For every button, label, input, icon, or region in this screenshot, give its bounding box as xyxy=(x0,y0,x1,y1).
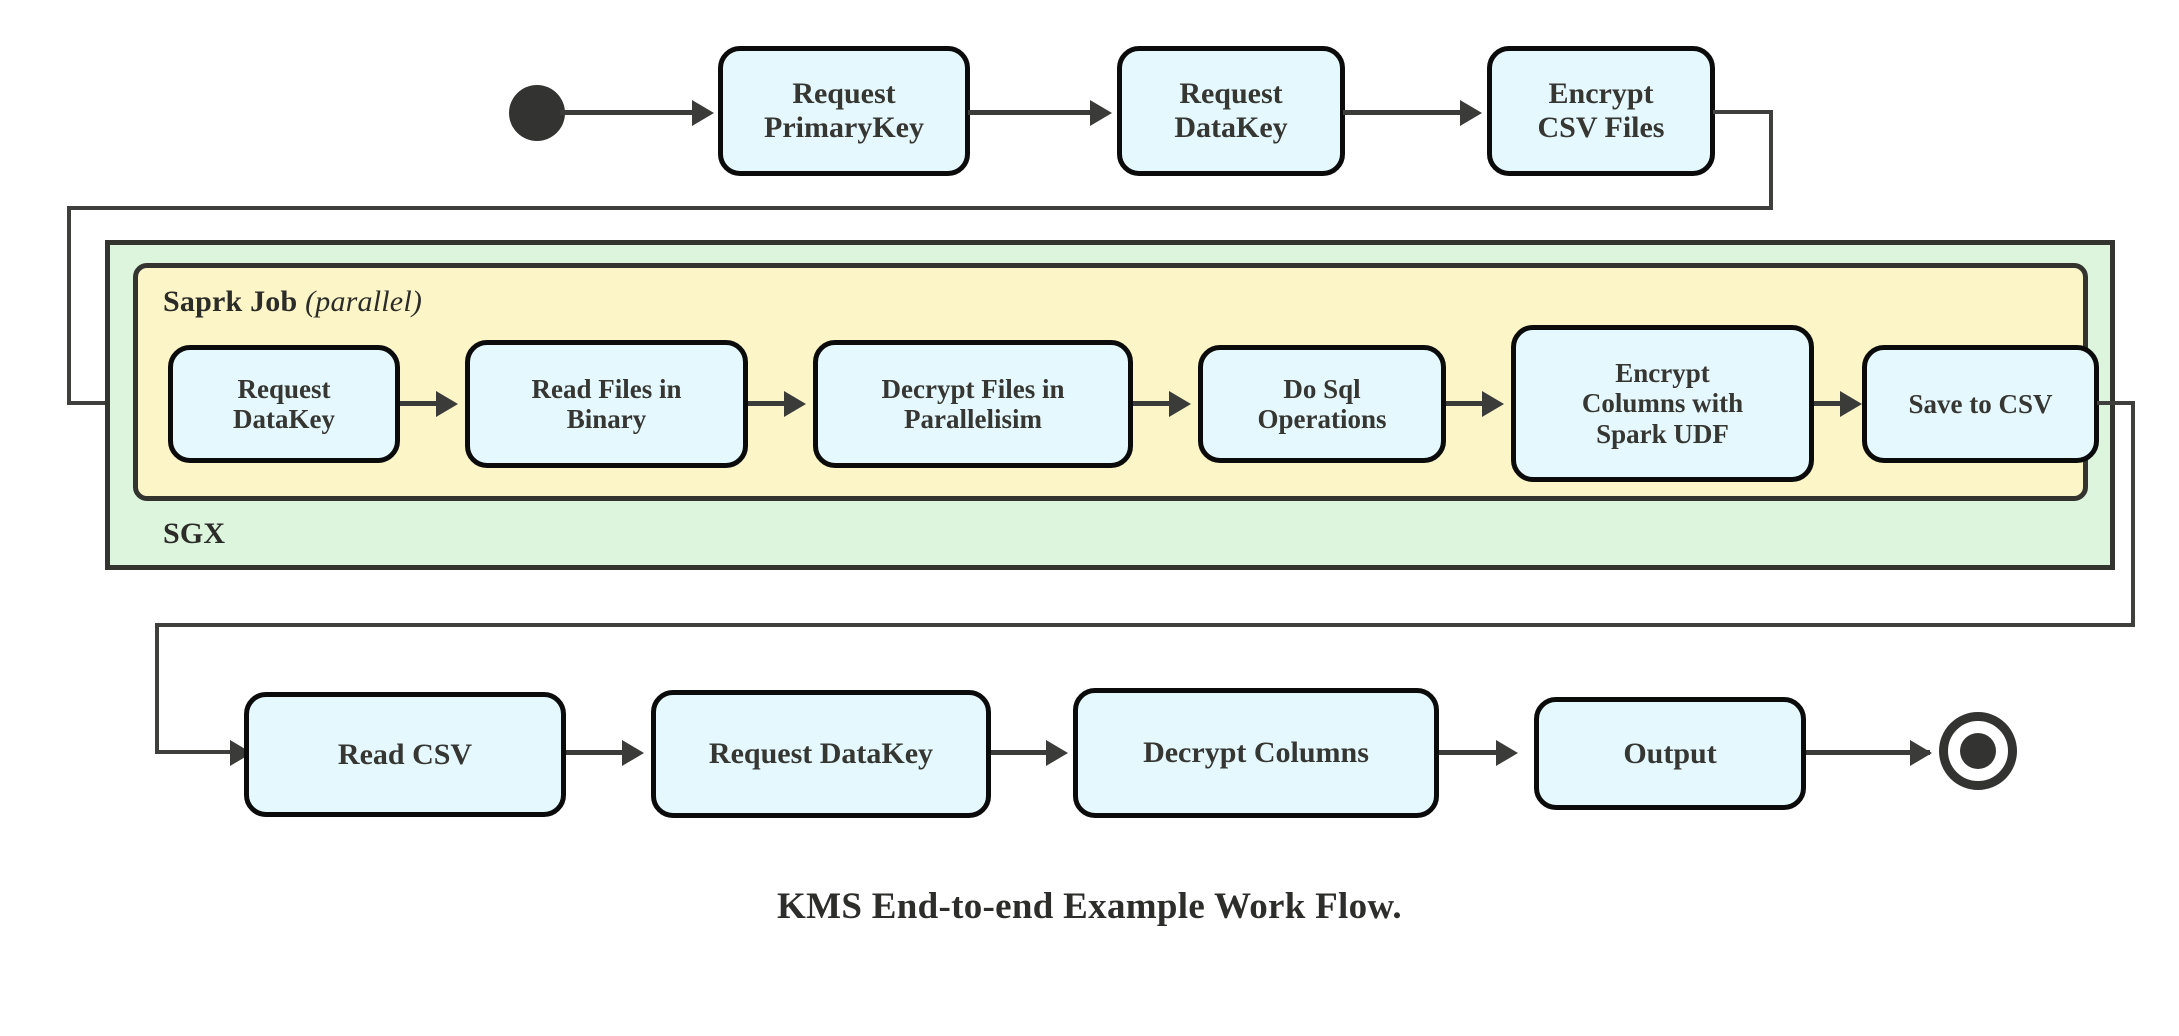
node-line: CSV Files xyxy=(1537,111,1665,144)
connector-datakey-to-encrypt-csv xyxy=(1343,110,1463,115)
connector-encryptcsv-segment-down2 xyxy=(67,206,71,405)
connector-encryptcsv-segment-down xyxy=(1769,110,1773,210)
connector-savecsv-segment-down xyxy=(2131,401,2135,627)
arrowhead xyxy=(1910,740,1932,766)
arrowhead xyxy=(1169,391,1191,417)
node-read-csv[interactable]: Read CSV xyxy=(244,692,566,817)
diagram-caption: KMS End-to-end Example Work Flow. xyxy=(777,886,1402,927)
connector-bottom-1-2 xyxy=(566,750,636,755)
node-request-datakey-bottom[interactable]: Request DataKey xyxy=(651,690,991,818)
arrowhead xyxy=(784,391,806,417)
node-line: Parallelisim xyxy=(904,404,1042,434)
connector-savecsv-segment-left xyxy=(155,623,2135,627)
container-sgx-label: SGX xyxy=(163,517,226,550)
connector-spark-4-5 xyxy=(1446,401,1486,406)
connector-primarykey-to-datakey xyxy=(968,110,1093,115)
node-line: Read CSV xyxy=(337,737,473,771)
node-line: Decrypt Files in xyxy=(881,373,1065,404)
node-line: Output xyxy=(1623,736,1717,770)
node-line: Save to CSV xyxy=(1908,388,2053,419)
node-line: Request xyxy=(237,373,331,404)
connector-bottom-2-3 xyxy=(991,750,1061,755)
node-line: Encrypt xyxy=(1615,358,1710,389)
spark-label-text: Saprk Job xyxy=(163,285,306,318)
node-line: Request xyxy=(792,77,896,111)
connector-spark-5-6 xyxy=(1814,401,1844,406)
node-line: Decrypt Columns xyxy=(1143,736,1369,770)
connector-output-to-end xyxy=(1806,750,1930,755)
node-encrypt-csv-files[interactable]: Encrypt CSV Files xyxy=(1487,46,1715,176)
node-line: Spark UDF xyxy=(1596,418,1729,449)
arrowhead xyxy=(1840,391,1862,417)
node-line: Read Files in xyxy=(531,373,682,404)
node-line: DataKey xyxy=(233,404,335,434)
node-decrypt-files-in-parallelisim[interactable]: Decrypt Files in Parallelisim xyxy=(813,340,1133,468)
node-encrypt-columns-with-spark-udf[interactable]: Encrypt Columns with Spark UDF xyxy=(1511,325,1814,482)
connector-into-bottom-row xyxy=(155,750,241,754)
node-line: Columns with xyxy=(1581,388,1744,419)
connector-spark-3-4 xyxy=(1133,401,1173,406)
connector-spark-2-3 xyxy=(748,401,788,406)
node-line: Request xyxy=(1179,77,1283,111)
connector-savecsv-segment-down2 xyxy=(155,623,159,754)
node-line: Do Sql xyxy=(1283,373,1361,404)
arrowhead xyxy=(622,740,644,766)
arrowhead xyxy=(692,100,714,126)
arrowhead xyxy=(1496,740,1518,766)
end-node xyxy=(1939,712,2017,790)
connector-bottom-3-4 xyxy=(1439,750,1509,755)
arrowhead xyxy=(436,391,458,417)
node-do-sql-operations[interactable]: Do Sql Operations xyxy=(1198,345,1446,463)
arrowhead xyxy=(1046,740,1068,766)
arrowhead xyxy=(1482,391,1504,417)
node-read-files-in-binary[interactable]: Read Files in Binary xyxy=(465,340,748,468)
node-request-datakey-spark[interactable]: Request DataKey xyxy=(168,345,400,463)
connector-savecsv-segment-right xyxy=(2097,401,2135,405)
end-node-core xyxy=(1960,733,1996,769)
node-line: PrimaryKey xyxy=(764,111,924,144)
node-line: Binary xyxy=(566,404,647,434)
container-spark-job-label: Saprk Job (parallel) xyxy=(163,285,422,319)
node-save-to-csv[interactable]: Save to CSV xyxy=(1862,345,2099,463)
node-request-datakey-top[interactable]: Request DataKey xyxy=(1117,46,1345,176)
connector-start-to-request-primarykey xyxy=(560,110,695,115)
node-line: Request DataKey xyxy=(708,737,934,771)
arrowhead xyxy=(1090,100,1112,126)
node-decrypt-columns[interactable]: Decrypt Columns xyxy=(1073,688,1439,818)
node-line: Operations xyxy=(1257,404,1387,434)
node-line: Encrypt xyxy=(1548,77,1654,111)
node-request-primarykey[interactable]: Request PrimaryKey xyxy=(718,46,970,176)
node-output[interactable]: Output xyxy=(1534,697,1806,810)
connector-encryptcsv-segment-right xyxy=(1713,110,1773,114)
connector-spark-1-2 xyxy=(400,401,440,406)
start-node xyxy=(509,85,565,141)
node-line: DataKey xyxy=(1174,111,1288,144)
connector-encryptcsv-segment-left xyxy=(67,206,1773,210)
spark-label-suffix: (parallel) xyxy=(305,285,423,318)
arrowhead xyxy=(1460,100,1482,126)
